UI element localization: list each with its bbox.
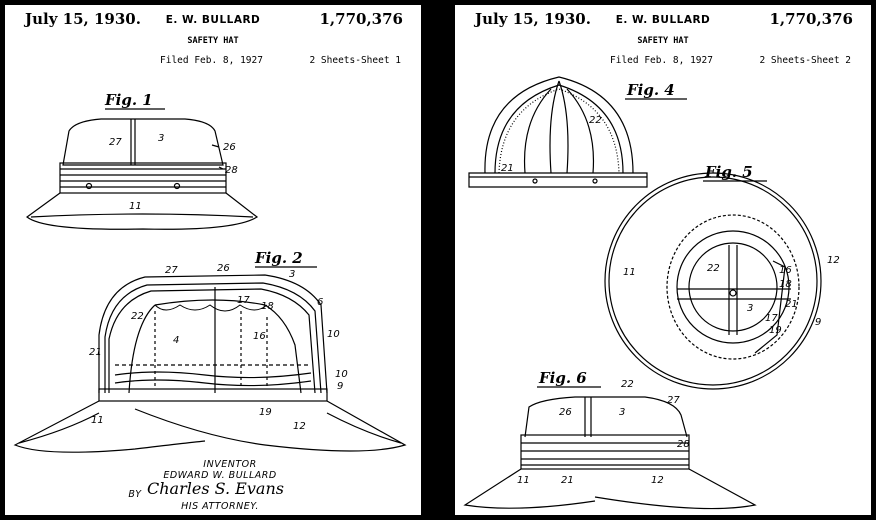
ref-fig6-3: 3	[619, 407, 625, 418]
sheet-count: 2 Sheets-Sheet 2	[759, 55, 851, 66]
filed-date: Filed Feb. 8, 1927	[160, 55, 263, 66]
ref-fig2-27: 27	[165, 265, 178, 276]
ref-fig2-3: 3	[289, 269, 295, 280]
figure-2-drawing	[13, 274, 407, 453]
ref-fig6-22: 22	[621, 379, 634, 390]
ref-fig5-18: 18	[779, 279, 792, 290]
fig-4-label: Fig. 4	[626, 81, 675, 99]
ref-fig6-12: 12	[651, 475, 664, 486]
fig-5-label: Fig. 5	[704, 163, 753, 181]
patent-date: July 15, 1930.	[25, 10, 141, 28]
sheet-count: 2 Sheets-Sheet 1	[309, 55, 401, 66]
ref-fig1-11: 11	[129, 201, 142, 212]
ref-fig2-4: 4	[173, 335, 179, 346]
patent-date: July 15, 1930.	[475, 10, 591, 28]
ref-fig5-22: 22	[707, 263, 720, 274]
ref-fig5-12: 12	[827, 255, 840, 266]
ref-fig5-3: 3	[747, 303, 753, 314]
ref-fig5-21: 21	[785, 299, 798, 310]
ref-fig2-10a: 10	[327, 329, 340, 340]
ref-fig1-26: 26	[223, 142, 236, 153]
sheet-1-drawings: Fig. 1 Fig. 2 27 3 26 28 11 27 26 3 6 22…	[13, 91, 407, 453]
patent-number: 1,770,376	[319, 10, 403, 28]
ref-fig1-3: 3	[158, 133, 164, 144]
ref-fig5-11: 11	[623, 267, 636, 278]
ref-fig1-28: 28	[225, 165, 238, 176]
patent-title: SAFETY HAT	[187, 36, 239, 46]
ref-fig6-27: 27	[667, 395, 680, 406]
figure-4-drawing	[468, 76, 648, 188]
inventor-full-name: EDWARD W. BULLARD	[163, 470, 277, 481]
by-label: BY	[128, 489, 142, 500]
figure-6-drawing	[463, 396, 757, 510]
figure-1-drawing	[26, 118, 259, 230]
ref-fig2-21: 21	[89, 347, 102, 358]
inventor-label: INVENTOR	[203, 459, 257, 470]
patent-sheet-2: July 15, 1930. E. W. BULLARD 1,770,376 S…	[454, 4, 872, 516]
patent-number: 1,770,376	[769, 10, 853, 28]
ref-fig2-9: 9	[337, 381, 343, 392]
ref-fig2-26: 26	[217, 263, 230, 274]
ref-fig4-21: 21	[501, 163, 514, 174]
ref-fig1-27: 27	[109, 137, 122, 148]
patent-title: SAFETY HAT	[637, 36, 689, 46]
ref-fig5-19: 19	[769, 325, 782, 336]
ref-fig6-26: 26	[559, 407, 572, 418]
inventor-name: E. W. BULLARD	[615, 14, 711, 26]
patent-sheet-1: July 15, 1930. E. W. BULLARD 1,770,376 S…	[4, 4, 422, 516]
ref-fig4-22: 22	[589, 115, 602, 126]
ref-fig6-28: 28	[677, 439, 690, 450]
ref-fig2-12: 12	[293, 421, 306, 432]
ref-fig6-21: 21	[561, 475, 574, 486]
figure-5-drawing	[604, 172, 822, 390]
ref-fig5-9: 9	[815, 317, 821, 328]
inventor-name: E. W. BULLARD	[165, 14, 261, 26]
attorney-signature: Charles S. Evans	[147, 479, 284, 498]
fig-1-label: Fig. 1	[104, 91, 153, 109]
fig-2-label: Fig. 2	[254, 249, 303, 267]
ref-fig2-10b: 10	[335, 369, 348, 380]
ref-fig2-6: 6	[317, 297, 323, 308]
attorney-label: HIS ATTORNEY.	[181, 501, 259, 512]
ref-fig2-18: 18	[261, 301, 274, 312]
fig-6-label: Fig. 6	[538, 369, 587, 387]
ref-fig2-22: 22	[131, 311, 144, 322]
filed-date: Filed Feb. 8, 1927	[610, 55, 713, 66]
ref-fig6-11: 11	[517, 475, 530, 486]
ref-fig2-16: 16	[253, 331, 266, 342]
ref-fig5-16: 16	[779, 265, 792, 276]
ref-fig5-17: 17	[765, 313, 778, 324]
ref-fig2-11: 11	[91, 415, 104, 426]
sheet-2-drawings: Fig. 4 Fig. 5 Fig. 6 22 21 11 22 16 18 1…	[463, 76, 840, 510]
ref-fig2-17: 17	[237, 295, 250, 306]
ref-fig2-19: 19	[259, 407, 272, 418]
